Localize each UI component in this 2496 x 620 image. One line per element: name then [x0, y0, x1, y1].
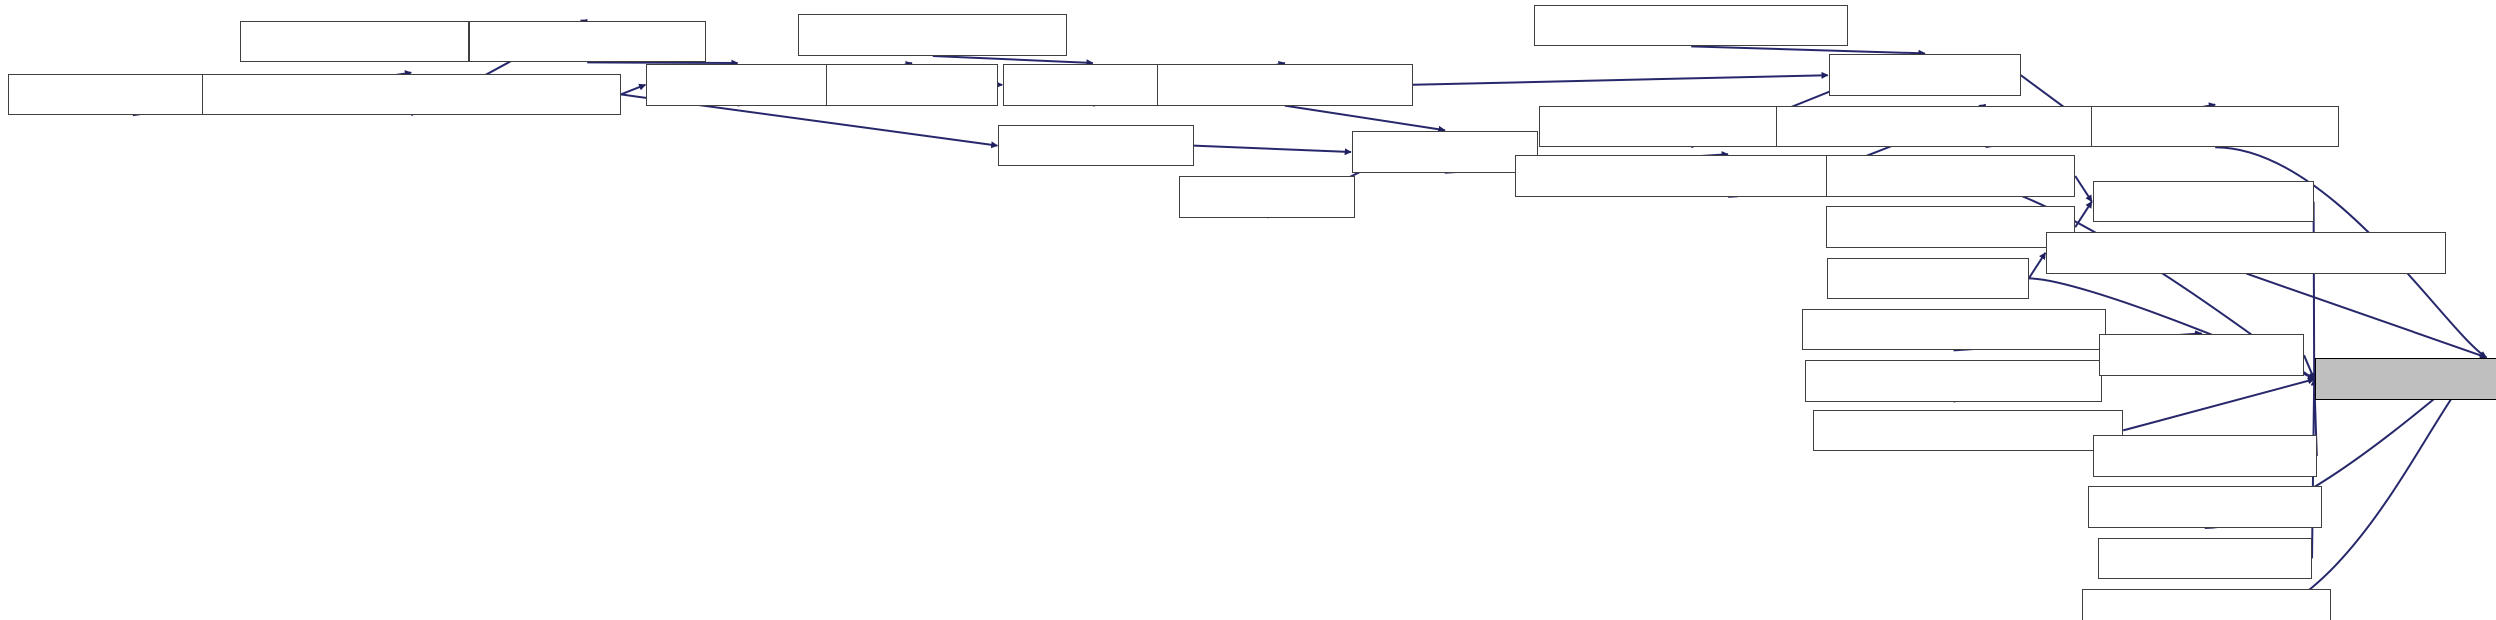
graph-edge-lwt_AddEdgeNewFaces-to-_lwt_AddEdge: [1691, 45, 1926, 57]
graph-node-lwt_LoadPoint[interactable]: [998, 124, 1194, 167]
graph-node-lwt_RemEdgeNewFace[interactable]: [1804, 360, 2103, 402]
graph-edge-_lwt_HealEdges-to-lwt_be_lastErrorMessage: [2310, 201, 2318, 380]
graph-edge-lwt_LoadPolygon-to-lwt_LoadLine: [587, 59, 739, 67]
graph-node-lwt_AddEdgeNewFaces[interactable]: [1534, 4, 1848, 47]
graph-node-_lwt_AddLineEdge[interactable]: [1156, 64, 1413, 106]
graph-node-_lwt_RemEdge[interactable]: [2099, 334, 2304, 376]
graph-edge-_lwt_AddLineEdge-to-_lwt_AddEdge: [1412, 71, 1829, 86]
graph-edge-lwt_ChangeEdgeGeom-to-lwt_be_lastErrorMessage: [2122, 377, 2315, 432]
graph-node-_lwt_AddPoint[interactable]: [1352, 131, 1538, 173]
graph-node-_lwt_RegisterFaceOnEdgeSide[interactable]: [2046, 232, 2447, 274]
graph-node-_lwt_LoadGeometryRecursive[interactable]: [201, 73, 621, 116]
graph-edge-_lwt_AddLineEdge-to-_lwt_AddPoint: [1284, 104, 1446, 133]
graph-node-_lwt_AddFaceSplit[interactable]: [2091, 105, 2340, 148]
graph-node-lwt_be_lastErrorMessage[interactable]: [2315, 358, 2496, 400]
graph-node-_lwt_AddEdge[interactable]: [1828, 54, 2021, 96]
graph-node-lwt_AddLineNoFace[interactable]: [798, 14, 1068, 56]
graph-edge-lwt_Polygonize-to-_lwt_RegisterFaceOnEdgeSide: [2027, 252, 2047, 279]
graph-node-lwt_RemoveIsoNode[interactable]: [2081, 588, 2332, 620]
graph-node-lwt_RemEdgeModFace[interactable]: [1801, 308, 2106, 351]
graph-node-lwt_NewEdgeHeal[interactable]: [1825, 206, 2076, 248]
graph-node-lwt_Polygonize[interactable]: [1827, 257, 2029, 300]
graph-node-lwt_AddPolygon[interactable]: [240, 20, 469, 63]
graph-node-lwt_LoadLine[interactable]: [646, 64, 829, 106]
graph-edge-lwt_LoadPoint-to-_lwt_AddPoint: [1193, 144, 1352, 156]
graph-node-_lwt_AddLine[interactable]: [1003, 64, 1183, 106]
graph-edge-_lwt_LoadGeometryRecursive-to-lwt_LoadLine: [620, 83, 647, 96]
graph-node-lwt_RemIsoEdge[interactable]: [2097, 537, 2312, 580]
graph-node-lwt_AddLine[interactable]: [825, 64, 999, 106]
graph-node-lwt_ChangeEdgeGeom[interactable]: [1812, 409, 2124, 452]
graph-node-lwt_AddPoint[interactable]: [1179, 176, 1356, 218]
graph-node-lwt_ModEdgeHeal[interactable]: [1825, 155, 2076, 197]
graph-edge-_lwt_RemEdge-to-lwt_be_lastErrorMessage: [2303, 354, 2316, 380]
graph-edge-lwt_NewEdgeHeal-to-_lwt_HealEdges: [2074, 201, 2093, 228]
graph-node-lwt_LoadPolygon[interactable]: [468, 20, 706, 63]
graph-edge-lwt_AddLineNoFace-to-_lwt_AddLine: [932, 55, 1094, 67]
graph-node-lwt_LoadTopology[interactable]: [2088, 486, 2322, 528]
graph-node-_lwt_HealEdges[interactable]: [2092, 180, 2314, 223]
graph-node-lwt_FreeTopology[interactable]: [2092, 435, 2317, 477]
graph-edge-lwt_ModEdgeHeal-to-_lwt_HealEdges: [2074, 175, 2093, 203]
